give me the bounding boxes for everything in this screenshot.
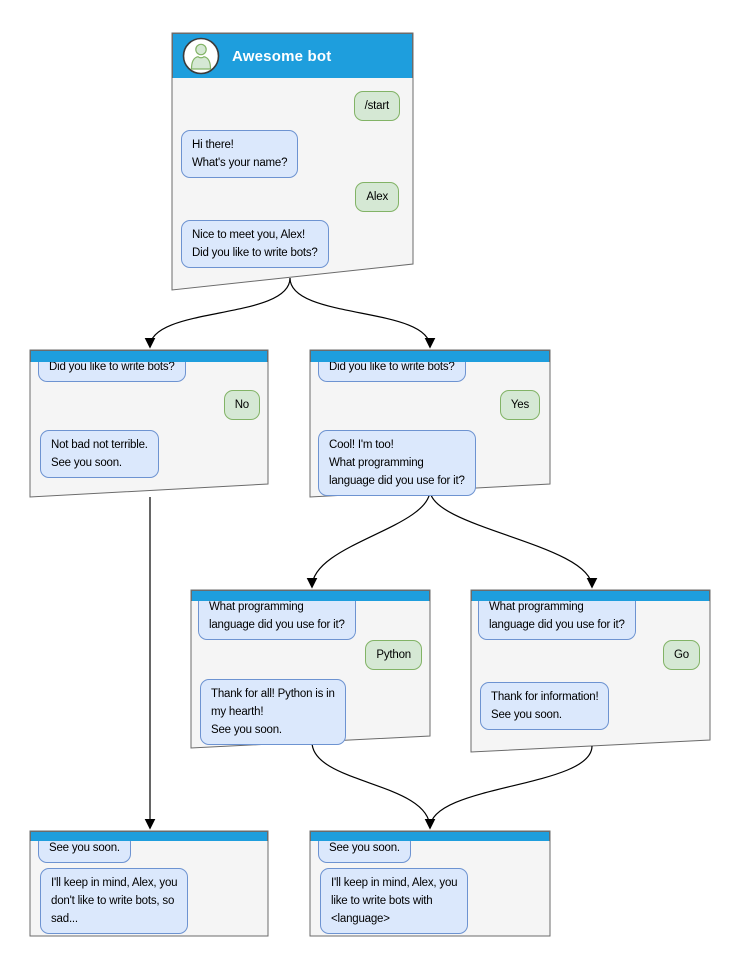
arrow-root-to-yes-branch — [289, 277, 436, 349]
window-titlebar — [30, 831, 268, 841]
window-titlebar — [191, 590, 430, 601]
user-message-bubble: Yes — [499, 390, 540, 420]
window-titlebar — [471, 590, 710, 601]
bot-message-bubble: Cool! I'm too! What programming language… — [318, 430, 476, 496]
bot-message-bubble: Hi there! What's your name? — [181, 130, 299, 178]
window-title: Awesome bot — [232, 47, 332, 65]
go-branch-window: What programming language did you use fo… — [471, 590, 710, 752]
person-icon — [182, 37, 220, 75]
window-titlebar — [310, 350, 550, 362]
arrow-root-to-no-branch — [144, 277, 291, 349]
arrow-yes-to-python-branch — [306, 489, 431, 589]
bot-message-bubble: Not bad not terrible. See you soon. — [40, 430, 159, 478]
arrow-python-to-end-yes — [311, 741, 436, 830]
end-yes-window: See you soon. I'll keep in mind, Alex, y… — [310, 831, 550, 936]
bot-message-bubble: I'll keep in mind, Alex, you like to wri… — [320, 868, 469, 934]
window-titlebar — [30, 350, 268, 362]
end-no-window: See you soon. I'll keep in mind, Alex, y… — [30, 831, 268, 936]
yes-branch-window: Did you like to write bots? Yes Cool! I'… — [310, 350, 550, 497]
arrow-go-to-end-yes — [429, 745, 593, 829]
bot-message-bubble: I'll keep in mind, Alex, you don't like … — [40, 868, 189, 934]
bot-message-bubble: Thank for all! Python is in my hearth! S… — [200, 679, 346, 745]
bot-message-bubble: Thank for information! See you soon. — [480, 682, 610, 730]
user-message-bubble: Alex — [355, 182, 399, 212]
window-titlebar: Awesome bot — [172, 33, 413, 78]
user-message-bubble: Python — [365, 640, 422, 670]
user-message-bubble: Go — [663, 640, 700, 670]
window-titlebar — [310, 831, 550, 841]
bot-message-bubble: Nice to meet you, Alex! Did you like to … — [181, 220, 329, 268]
arrow-yes-to-go-branch — [429, 489, 598, 589]
root-chat-window: Awesome bot /start Hi there! What's your… — [172, 33, 413, 290]
user-message-bubble: No — [223, 390, 260, 420]
no-branch-window: Did you like to write bots? No Not bad n… — [30, 350, 268, 497]
user-message-bubble: /start — [353, 91, 400, 121]
python-branch-window: What programming language did you use fo… — [191, 590, 430, 748]
